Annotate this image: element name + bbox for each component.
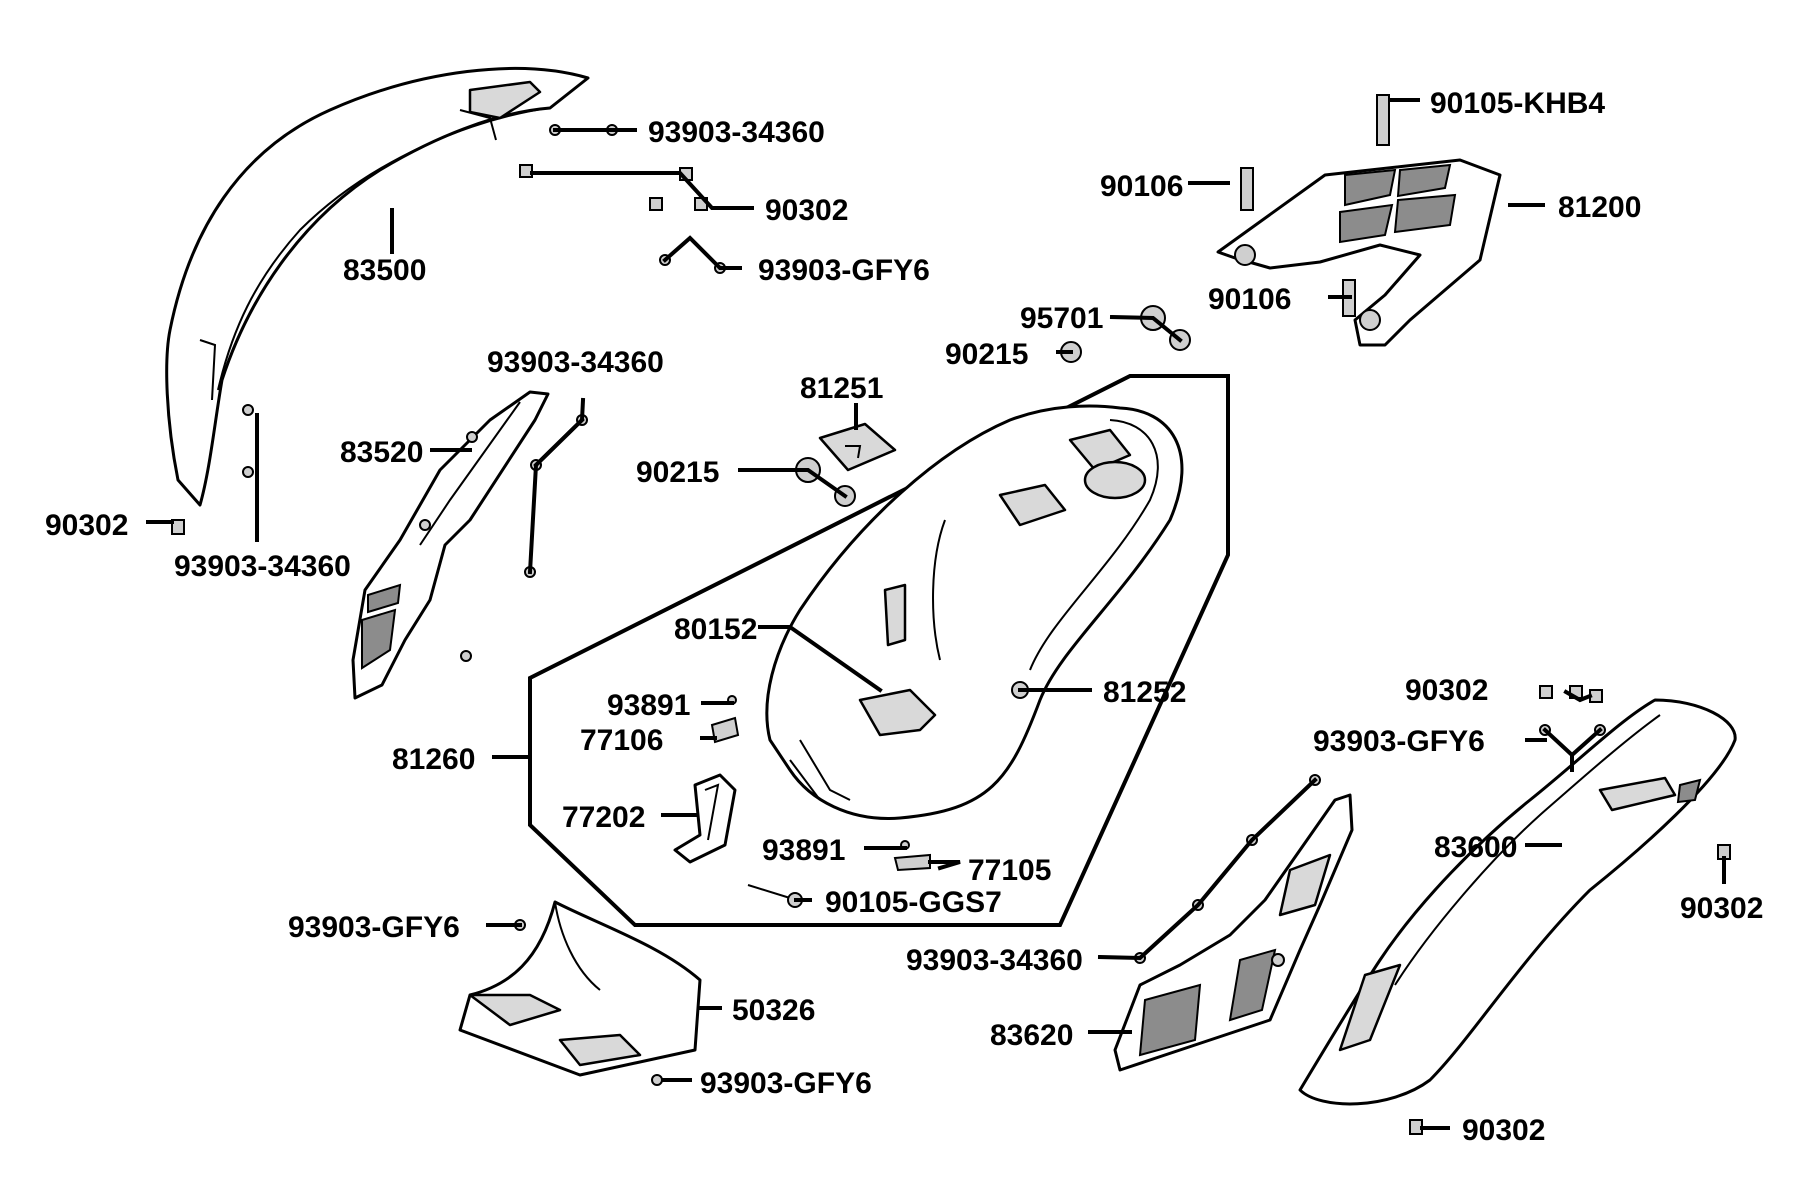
label-83620: 83620: [990, 1019, 1073, 1052]
hardware: [171, 94, 1731, 1135]
label-81200: 81200: [1558, 191, 1641, 224]
label-93903-34360-top: 93903-34360: [648, 116, 825, 149]
label-90215-right: 90215: [945, 338, 1028, 371]
part-50326-floor-panel: [458, 900, 702, 1077]
label-90106-upper: 90106: [1100, 170, 1183, 203]
label-93903-gfy6-bottom: 93903-GFY6: [700, 1067, 872, 1100]
label-90105-ggs7: 90105-GGS7: [825, 886, 1002, 919]
label-90215-left: 90215: [636, 456, 719, 489]
part-81200-rear-carrier: [1216, 158, 1502, 347]
part-81251-lid: [818, 422, 897, 472]
part-83600-rear-cover: [1298, 698, 1737, 1106]
part-81260-luggage-box: [765, 404, 1184, 820]
label-90302-right: 90302: [1405, 674, 1488, 707]
label-93903-34360-mid: 93903-34360: [487, 346, 664, 379]
label-83520: 83520: [340, 436, 423, 469]
label-93903-gfy6-right: 93903-GFY6: [1313, 725, 1485, 758]
label-93903-gfy6-bottom-left: 93903-GFY6: [288, 911, 460, 944]
label-50326: 50326: [732, 994, 815, 1027]
label-90105-khb4: 90105-KHB4: [1430, 87, 1605, 120]
part-83620-side-panel: [1113, 793, 1354, 1072]
label-80152: 80152: [674, 613, 757, 646]
label-93903-gfy6-top: 93903-GFY6: [758, 254, 930, 287]
label-90302-far-right: 90302: [1680, 892, 1763, 925]
label-93891-lower: 93891: [762, 834, 845, 867]
label-81252: 81252: [1103, 676, 1186, 709]
label-81260: 81260: [392, 743, 475, 776]
label-90302-bottom: 90302: [1462, 1114, 1545, 1147]
label-81251: 81251: [800, 372, 883, 405]
label-95701: 95701: [1020, 302, 1103, 335]
label-90106-lower: 90106: [1208, 283, 1291, 316]
label-93903-34360-bottom: 93903-34360: [906, 944, 1083, 977]
label-90302-top: 90302: [765, 194, 848, 227]
label-77202: 77202: [562, 801, 645, 834]
label-77105: 77105: [968, 854, 1051, 887]
leader-lines: [146, 98, 1726, 1130]
group-outline-81260: [528, 374, 1230, 927]
part-83500-rear-cover: [165, 67, 590, 507]
label-83500: 83500: [343, 254, 426, 287]
part-labels: 93903-34360 83500 90302 93903-GFY6 90105…: [45, 87, 1763, 1147]
part-83520-side-panel: [351, 390, 550, 700]
part-77202-bracket: [673, 773, 737, 864]
label-90302-left: 90302: [45, 509, 128, 542]
label-93891-upper: 93891: [607, 689, 690, 722]
label-83600: 83600: [1434, 831, 1517, 864]
label-93903-34360-left: 93903-34360: [174, 550, 351, 583]
label-77106: 77106: [580, 724, 663, 757]
